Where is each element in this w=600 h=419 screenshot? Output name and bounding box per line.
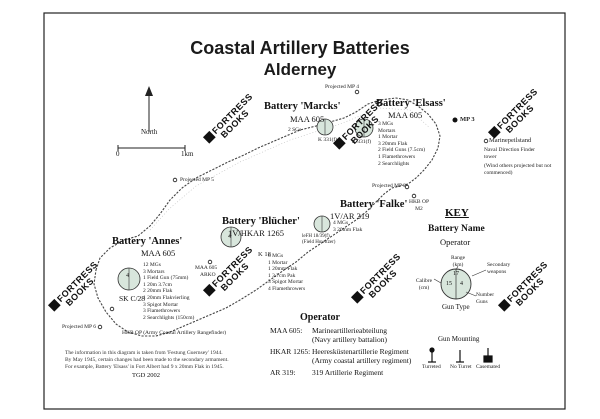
annes-name: Battery 'Annes': [112, 236, 183, 247]
naval-tower-label: Naval Direction Finder tower: [484, 147, 536, 160]
falke-gun-sub: (Field Howitzer): [302, 240, 336, 245]
key-gun-type: Gun Type: [442, 303, 470, 311]
map-title-line2: Alderney: [263, 60, 337, 79]
hkb-m2-dot: [411, 193, 417, 199]
key-battery-name: Battery Name: [428, 224, 485, 234]
elsass-marker: [354, 118, 374, 138]
annes-gun-label: SK C/28: [119, 294, 146, 303]
mp2-dot: [404, 184, 410, 190]
key-secondary: Secondary weapons: [487, 262, 511, 275]
elsass-operator: MAA 605: [388, 110, 423, 120]
no-turret-icon: [456, 350, 464, 363]
map-title-line1: Coastal Artillery Batteries: [190, 38, 410, 58]
north-label: North: [141, 128, 158, 136]
mp4-label: Projected MP 4: [325, 84, 360, 90]
key-heading: KEY: [445, 207, 469, 219]
key-operator: Operator: [440, 237, 471, 247]
marcks-gun-label: K 331(f): [318, 137, 338, 143]
falke-gun-label: leFH 18/39(f): [302, 234, 330, 239]
hkb-annes-dot: [109, 306, 115, 312]
falke-operator: 1V/AR 319: [330, 211, 370, 221]
operator-heading: Operator: [300, 312, 340, 323]
elsass-name: Battery 'Elsass': [376, 98, 446, 109]
mp3-dot: [452, 117, 458, 123]
key-range: Range (km): [450, 255, 466, 268]
marcks-marker: [316, 118, 334, 136]
mp2-label: Projected MP 2: [372, 183, 407, 189]
key-sample-marker: [433, 265, 487, 300]
island-coast-inner: [149, 107, 431, 231]
blucher-operator: 1V/HKAR 1265: [228, 228, 284, 238]
marinepeilstand-label: Marinepeilstand: [489, 137, 532, 144]
hkb-op-annes-label: HKB OP (Army Coastal Artillery Rangefind…: [122, 330, 227, 336]
key-number-guns: Number Guns: [476, 292, 495, 305]
marcks-name: Battery 'Marcks': [264, 101, 341, 112]
key-gun-mounting: Gun Mounting: [438, 335, 480, 343]
key-sample-range: 17: [453, 271, 459, 277]
operator-code-2: AR 319:: [270, 368, 296, 377]
wind-note: (Wind others projected but not commenced…: [484, 163, 552, 176]
turreted-icon: [428, 347, 436, 363]
footnote: The information in this diagram is taken…: [65, 350, 229, 370]
annes-marker: [117, 267, 141, 291]
blucher-gun-label: K 18: [258, 251, 271, 258]
mp5-label: Projected MP 5: [180, 177, 215, 183]
mp6-dot: [97, 324, 103, 330]
operator-desc-1: Heeresküstenartillerie Regiment(Army coa…: [312, 347, 412, 365]
scale-start-label: 0: [116, 150, 120, 158]
blucher-gun-count: 4: [228, 234, 231, 240]
annes-gun-count: 4: [126, 273, 129, 279]
key-casemated: Casemated: [476, 364, 501, 370]
key-sample-count: 4: [460, 281, 463, 287]
mp3-label: MP 3: [460, 116, 475, 123]
marcks-guns-note: 2 SGs: [288, 127, 302, 133]
key-no-turret: No Turret: [450, 364, 472, 370]
mp5-dot: [172, 177, 178, 183]
blucher-name: Battery 'Blücher': [222, 216, 300, 227]
falke-name: Battery 'Falke': [340, 199, 408, 210]
annes-operator: MAA 605: [141, 248, 176, 258]
marcks-operator: MAA 605: [290, 114, 325, 124]
hkb-op-m2-label: HKB OP M2: [408, 199, 430, 212]
blucher-marker: [220, 226, 242, 248]
operator-code-0: MAA 605:: [270, 326, 303, 335]
key-turreted: Turreted: [422, 364, 441, 370]
arko-dot: [207, 259, 213, 265]
scale-end-label: 1km: [181, 150, 194, 158]
key-calibre: Calibre (cm): [415, 278, 433, 291]
operator-desc-0: Marineartillerieabteilung(Navy artillery…: [312, 326, 387, 344]
elsass-gun-label: K 331(f): [352, 139, 372, 145]
mp6-label: Projected MP 6: [62, 324, 97, 330]
marine-tower-dot: [483, 138, 489, 144]
island-outline: [93, 97, 441, 337]
casemated-icon: [483, 348, 493, 363]
falke-marker: [313, 215, 331, 233]
operator-code-1: HKAR 1265:: [270, 347, 311, 356]
blucher-arko2: ARKO: [200, 272, 216, 278]
key-sample-calibre: 15: [446, 281, 452, 287]
mp4-dot: [354, 89, 360, 95]
blucher-arko: MAA 605: [195, 265, 218, 271]
operator-desc-2: 319 Artillerie Regiment: [312, 368, 384, 377]
credit: TGD 2002: [132, 372, 160, 379]
north-arrowhead: [145, 86, 153, 96]
